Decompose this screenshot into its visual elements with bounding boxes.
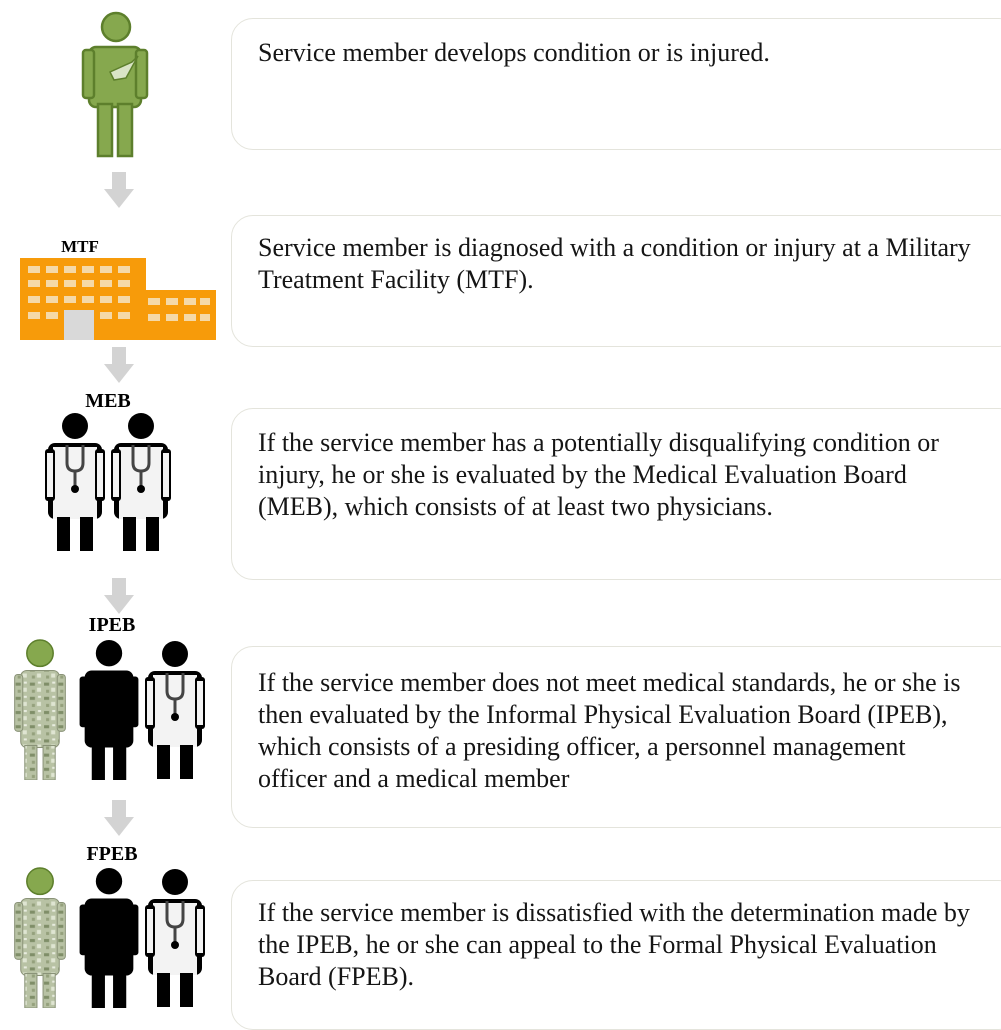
step-1-text: Service member develops condition or is … (258, 38, 770, 67)
step-4-box: If the service member does not meet medi… (231, 646, 1001, 828)
injured-soldier-icon (81, 11, 149, 158)
step-2-text: Service member is diagnosed with a condi… (258, 233, 971, 294)
step-4-text: If the service member does not meet medi… (258, 668, 961, 793)
step-5-text: If the service member is dissatisfied wi… (258, 898, 970, 991)
step-1-box: Service member develops condition or is … (231, 18, 1001, 150)
soldier-camo-icon (12, 866, 68, 1008)
ipeb-label: IPEB (88, 614, 136, 636)
doctor-icon (140, 866, 210, 1008)
doctor-icon (106, 410, 176, 552)
doctor-icon (40, 410, 110, 552)
step-3-text: If the service member has a potentially … (258, 428, 939, 521)
doctor-icon (140, 638, 210, 780)
mtf-label: MTF (61, 237, 99, 256)
officer-icon (78, 866, 140, 1008)
hospital-building-icon (20, 258, 216, 340)
step-2-box: Service member is diagnosed with a condi… (231, 215, 1001, 347)
soldier-camo-icon (12, 638, 68, 780)
step-5-box: If the service member is dissatisfied wi… (231, 880, 1001, 1030)
officer-icon (78, 638, 140, 780)
down-arrow-icon (104, 800, 134, 836)
meb-label: MEB (85, 390, 131, 412)
down-arrow-icon (104, 172, 134, 208)
down-arrow-icon (104, 578, 134, 614)
fpeb-label: FPEB (86, 843, 138, 865)
step-3-box: If the service member has a potentially … (231, 408, 1001, 580)
down-arrow-icon (104, 347, 134, 383)
